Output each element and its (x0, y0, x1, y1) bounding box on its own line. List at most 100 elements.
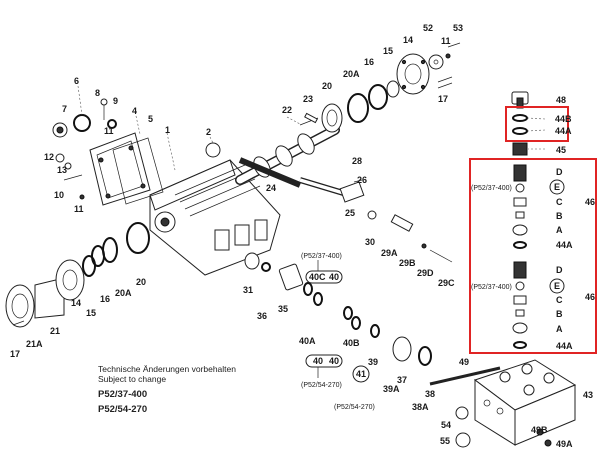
caption-line-en: Subject to change (98, 374, 167, 384)
label-15b: 15 (86, 308, 96, 318)
label-17a: 17 (438, 94, 448, 104)
label-model-ref-1: (P52/37-400) (471, 185, 512, 192)
label-49: 49 (459, 357, 469, 367)
highlight-box-44 (505, 106, 569, 142)
label-v2-B: B (556, 309, 563, 319)
label-16b: 16 (100, 294, 110, 304)
label-38A: 38A (412, 402, 429, 412)
label-21: 21 (50, 326, 60, 336)
label-54: 54 (441, 420, 451, 430)
label-25: 25 (345, 208, 355, 218)
label-29C: 29C (438, 278, 455, 288)
label-31: 31 (243, 285, 253, 295)
label-9: 9 (113, 96, 118, 106)
label-7: 7 (62, 104, 67, 114)
label-20b: 20 (136, 277, 146, 287)
label-39: 39 (368, 357, 378, 367)
label-model-ref-top: (P52/37-400) (301, 253, 342, 260)
caption-block: Technische Änderungen vorbehalten Subjec… (98, 364, 236, 415)
label-22: 22 (282, 105, 292, 115)
label-29D: 29D (417, 268, 434, 278)
label-36: 36 (257, 311, 267, 321)
label-40C: 40C (309, 272, 326, 282)
valve-stack-parts (511, 91, 529, 349)
label-20a: 20 (322, 81, 332, 91)
label-48: 48 (556, 95, 566, 105)
model-brackets (305, 179, 565, 383)
label-11c: 11 (441, 36, 451, 46)
label-30: 30 (365, 237, 375, 247)
label-24: 24 (266, 183, 276, 193)
label-15a: 15 (383, 46, 393, 56)
label-11a: 11 (104, 126, 114, 136)
label-35: 35 (278, 304, 288, 314)
model-name-2: P52/54-270 (98, 404, 148, 415)
label-model-ref-2: (P52/37-400) (471, 284, 512, 291)
manifold-part (429, 359, 577, 448)
side-cover-part (89, 132, 164, 206)
highlight-box-46 (469, 158, 597, 354)
label-49A: 49A (556, 439, 573, 449)
label-14b: 14 (71, 298, 81, 308)
label-46a: 46 (585, 197, 595, 207)
valve-group-2 (512, 261, 528, 349)
label-8: 8 (95, 88, 100, 98)
label-40A: 40A (299, 336, 316, 346)
label-44A-3: 44A (556, 341, 573, 351)
label-44A-1: 44A (555, 126, 572, 136)
label-1: 1 (165, 125, 170, 135)
label-v2-E: E (554, 281, 560, 291)
label-40a: 40 (329, 272, 339, 282)
label-v1-E: E (554, 182, 560, 192)
label-21A: 21A (26, 339, 43, 349)
label-10: 10 (54, 190, 64, 200)
label-23: 23 (303, 94, 313, 104)
label-v1-C: C (556, 197, 563, 207)
label-4: 4 (132, 106, 137, 116)
label-13: 13 (57, 165, 67, 175)
leader-lines (77, 85, 546, 171)
label-6: 6 (74, 76, 79, 86)
label-2: 2 (206, 127, 211, 137)
label-17b: 17 (10, 349, 20, 359)
valve-group-1 (512, 164, 528, 249)
label-20Aa: 20A (343, 69, 360, 79)
label-v1-A: A (556, 225, 563, 235)
label-11b: 11 (74, 204, 84, 214)
crankshaft-part (235, 117, 340, 185)
label-5: 5 (148, 114, 153, 124)
label-16a: 16 (364, 57, 374, 67)
label-40B: 40B (343, 338, 360, 348)
bearings-right (321, 42, 461, 133)
label-20Ab: 20A (115, 288, 132, 298)
model-name-1: P52/37-400 (98, 389, 148, 400)
label-v2-A: A (556, 324, 563, 334)
label-28: 28 (352, 156, 362, 166)
label-26: 26 (357, 175, 367, 185)
oil-sight-parts (52, 98, 117, 200)
connecting-rod-parts (205, 112, 453, 263)
label-37: 37 (397, 375, 407, 385)
label-40b: 40 (313, 356, 323, 366)
label-53: 53 (453, 23, 463, 33)
plunger-parts (91, 222, 432, 366)
label-v2-C: C (556, 295, 563, 305)
label-44A-2: 44A (556, 240, 573, 250)
label-45: 45 (556, 145, 566, 155)
label-v1-D: D (556, 167, 563, 177)
label-29B: 29B (399, 258, 416, 268)
label-43: 43 (583, 390, 593, 400)
label-39A: 39A (383, 384, 400, 394)
crankcase-part (149, 159, 281, 276)
label-38: 38 (425, 389, 435, 399)
label-model-ref-low: (P52/54-270) (334, 404, 375, 411)
label-40c: 40 (329, 356, 339, 366)
part-number-labels: 1 2 4 5 6 7 8 9 10 11 11 11 12 13 14 14 … (10, 23, 595, 449)
label-55: 55 (440, 436, 450, 446)
label-model-ref-bot: (P52/54-270) (301, 382, 342, 389)
label-49B: 49B (531, 425, 548, 435)
flange-left-parts (5, 255, 96, 328)
caption-line-de: Technische Änderungen vorbehalten (98, 364, 236, 374)
